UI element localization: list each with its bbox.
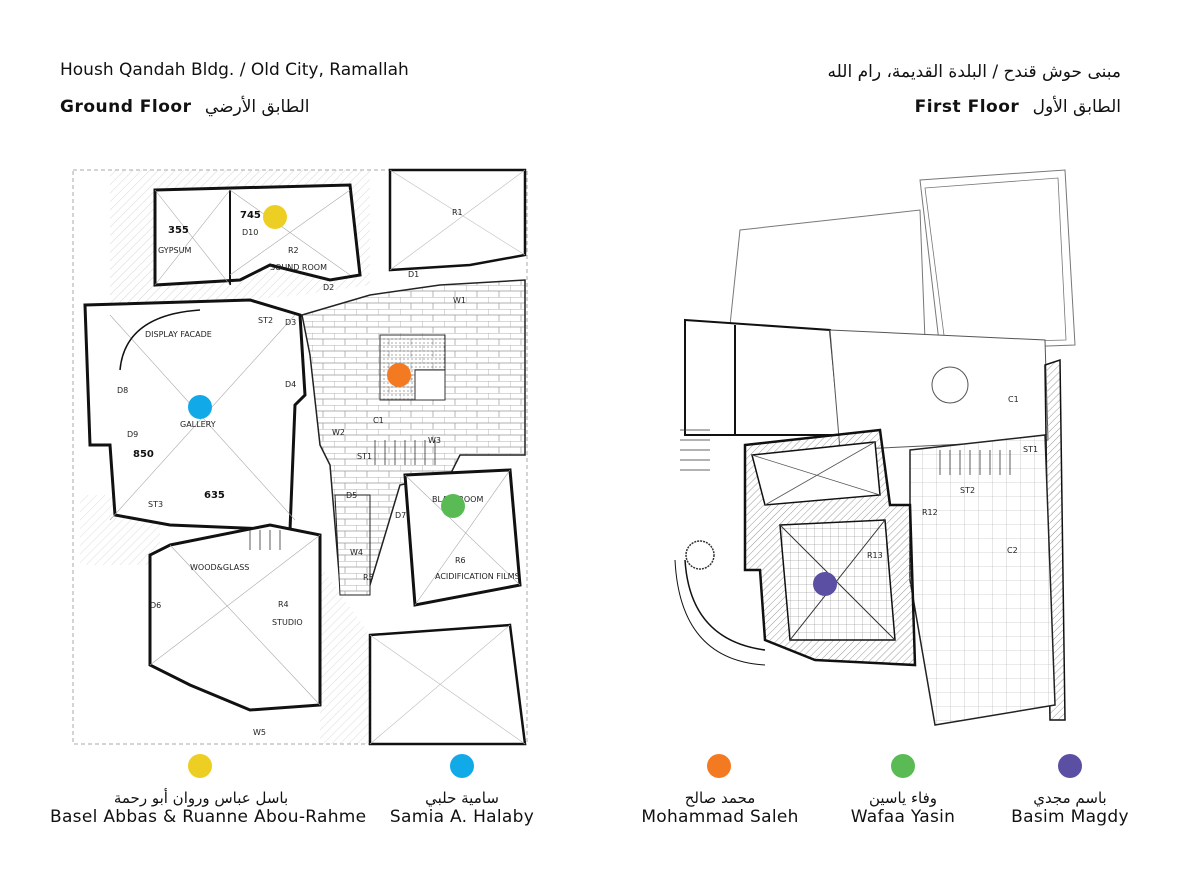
door-d5: D5: [346, 491, 357, 500]
door-d3: D3: [285, 318, 296, 327]
marker-green: [441, 494, 465, 518]
right-title: مبنى حوش قندح / البلدة القديمة، رام الله: [827, 62, 1121, 82]
window-w2: W2: [332, 428, 345, 437]
stair-st2: ST2: [258, 316, 273, 325]
ground-floor-ar: الطابق الأرضي: [204, 97, 310, 117]
window-w1: W1: [453, 296, 466, 305]
legend-name-ar-orange: محمد صالح: [684, 789, 756, 807]
label-gypsum: GYPSUM: [158, 246, 191, 255]
legend-name-en-yellow: Basel Abbas & Ruanne Abou-Rahme: [50, 807, 367, 827]
label-wood-glass: WOOD&GLASS: [190, 563, 249, 572]
door-d6: D6: [150, 601, 161, 610]
marker-purple: [813, 572, 837, 596]
legend-dot-orange: [707, 754, 731, 778]
ff-label-c1: C1: [1008, 395, 1019, 404]
legend-name-ar-purple: باسم مجدي: [1033, 789, 1107, 807]
room-r2-name: SOUND ROOM: [270, 263, 327, 272]
door-d2: D2: [323, 283, 334, 292]
room-r2: R2: [288, 246, 299, 255]
room-r6: R6: [455, 556, 466, 565]
window-w5: W5: [253, 728, 266, 737]
stair-st1: ST1: [357, 452, 372, 461]
first-floor-ar: الطابق الأول: [1032, 97, 1121, 117]
legend-name-en-blue: Samia A. Halaby: [389, 807, 535, 827]
first-floor-en: First Floor: [914, 97, 1020, 117]
window-w3: W3: [428, 436, 441, 445]
door-d9: D9: [127, 430, 138, 439]
room-r4-name: STUDIO: [272, 618, 303, 627]
label-c1: C1: [373, 416, 384, 425]
ground-floor-en: Ground Floor: [60, 97, 192, 117]
ground-floor-plan: 355 GYPSUM 745 D10 R2 SOUND ROOM R1 D1 D…: [72, 168, 528, 746]
legend-name-ar-green: وفاء ياسين: [868, 789, 938, 807]
legend-name-en-orange: Mohammad Saleh: [641, 807, 799, 827]
door-d8: D8: [117, 386, 128, 395]
left-title: Housh Qandah Bldg. / Old City, Ramallah: [60, 60, 409, 80]
ff-label-c2: C2: [1007, 546, 1018, 555]
legend-name-ar-blue: سامية حلبي: [425, 789, 499, 807]
legend-dot-yellow: [188, 754, 212, 778]
room-r1: R1: [452, 208, 463, 217]
window-w4: W4: [350, 548, 363, 557]
legend-dot-purple: [1058, 754, 1082, 778]
label-display-facade: DISPLAY FACADE: [145, 330, 212, 339]
ff-stair-st2: ST2: [960, 486, 975, 495]
label-745: 745: [240, 210, 261, 221]
label-635: 635: [204, 490, 225, 501]
label-850: 850: [133, 449, 154, 460]
legend-name-en-green: Wafaa Yasin: [850, 807, 956, 827]
first-floor-heading: First Floor الطابق الأول: [915, 97, 1121, 117]
ff-room-r13: R13: [867, 551, 883, 560]
door-d7: D7: [395, 511, 406, 520]
ff-stair-st1: ST1: [1023, 445, 1038, 454]
door-d4: D4: [285, 380, 296, 389]
legend-name-ar-yellow: باسل عباس وروان أبو رحمة: [113, 789, 289, 807]
legend-dot-blue: [450, 754, 474, 778]
marker-yellow: [263, 205, 287, 229]
label-355: 355: [168, 225, 189, 236]
legend-name-en-purple: Basim Magdy: [1011, 807, 1129, 827]
stair-st3: ST3: [148, 500, 163, 509]
first-floor-plan: C1 ST1 ST2 R12 R13 C2: [674, 169, 1076, 726]
marker-blue: [188, 395, 212, 419]
label-gallery: GALLERY: [180, 420, 216, 429]
room-r4: R4: [278, 600, 289, 609]
ff-room-r12: R12: [922, 508, 938, 517]
room-r5: R5: [363, 573, 374, 582]
ground-floor-heading: Ground Floor الطابق الأرضي: [60, 97, 309, 117]
legend-dot-green: [891, 754, 915, 778]
room-r6-name: ACIDIFICATION FILMS: [435, 572, 520, 581]
marker-orange: [387, 363, 411, 387]
door-d10: D10: [242, 228, 258, 237]
door-d1: D1: [408, 270, 419, 279]
